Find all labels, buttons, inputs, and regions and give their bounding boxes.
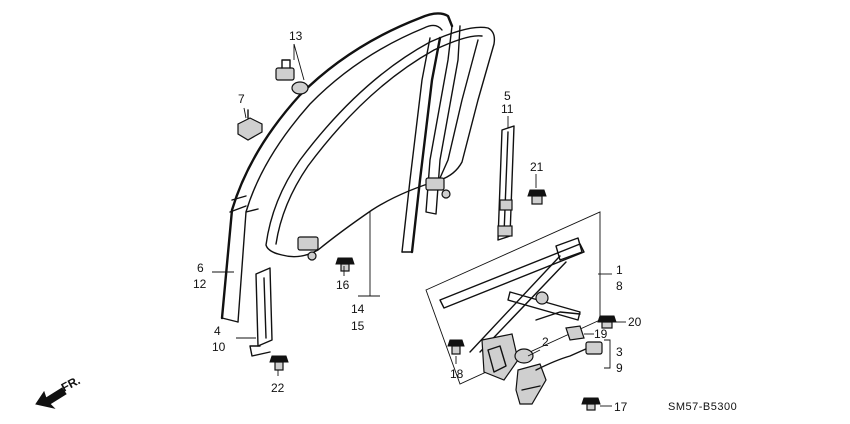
bolt-21 xyxy=(527,189,547,205)
callout-10: 10 xyxy=(212,340,226,354)
leader-lines xyxy=(212,43,626,407)
rear-channel xyxy=(497,125,515,241)
callout-22: 22 xyxy=(271,381,285,395)
clip-13 xyxy=(275,59,309,95)
callout-17: 17 xyxy=(614,400,628,414)
bolt-22 xyxy=(269,355,289,371)
front-direction-arrow: FR. xyxy=(35,373,82,409)
callout-13: 13 xyxy=(289,29,303,43)
callout-5: 5 xyxy=(504,89,511,103)
regulator-assembly xyxy=(425,211,601,385)
bolt-16 xyxy=(335,257,355,272)
callout-3: 3 xyxy=(616,345,623,359)
door-glass xyxy=(265,26,496,261)
callout-14: 14 xyxy=(351,302,365,316)
callout-7: 7 xyxy=(238,92,245,106)
callout-1: 1 xyxy=(616,263,623,277)
clip-7 xyxy=(237,109,263,141)
callout-8: 8 xyxy=(616,279,623,293)
callout-12: 12 xyxy=(193,277,207,291)
callout-11: 11 xyxy=(501,102,514,116)
callout-21: 21 xyxy=(530,160,544,174)
callout-20: 20 xyxy=(628,315,642,329)
callout-9: 9 xyxy=(616,361,623,375)
bolt-19 xyxy=(565,325,585,341)
diagram-code: SM57-B5300 xyxy=(668,401,737,413)
callout-19: 19 xyxy=(594,327,608,341)
bolt-17 xyxy=(581,397,601,411)
callout-16: 16 xyxy=(336,278,350,292)
lower-channel xyxy=(249,267,273,357)
callout-2: 2 xyxy=(542,335,549,349)
callout-15: 15 xyxy=(351,319,365,333)
callout-18: 18 xyxy=(450,367,464,381)
callout-4: 4 xyxy=(214,324,221,338)
callout-labels: 13 7 5 11 21 6 12 16 14 15 1 8 20 19 2 3… xyxy=(193,29,642,414)
door-sash-channel xyxy=(220,12,461,323)
bolt-18 xyxy=(447,339,465,355)
regulator-motor xyxy=(515,339,611,405)
center-channel xyxy=(401,36,442,254)
callout-6: 6 xyxy=(197,261,204,275)
